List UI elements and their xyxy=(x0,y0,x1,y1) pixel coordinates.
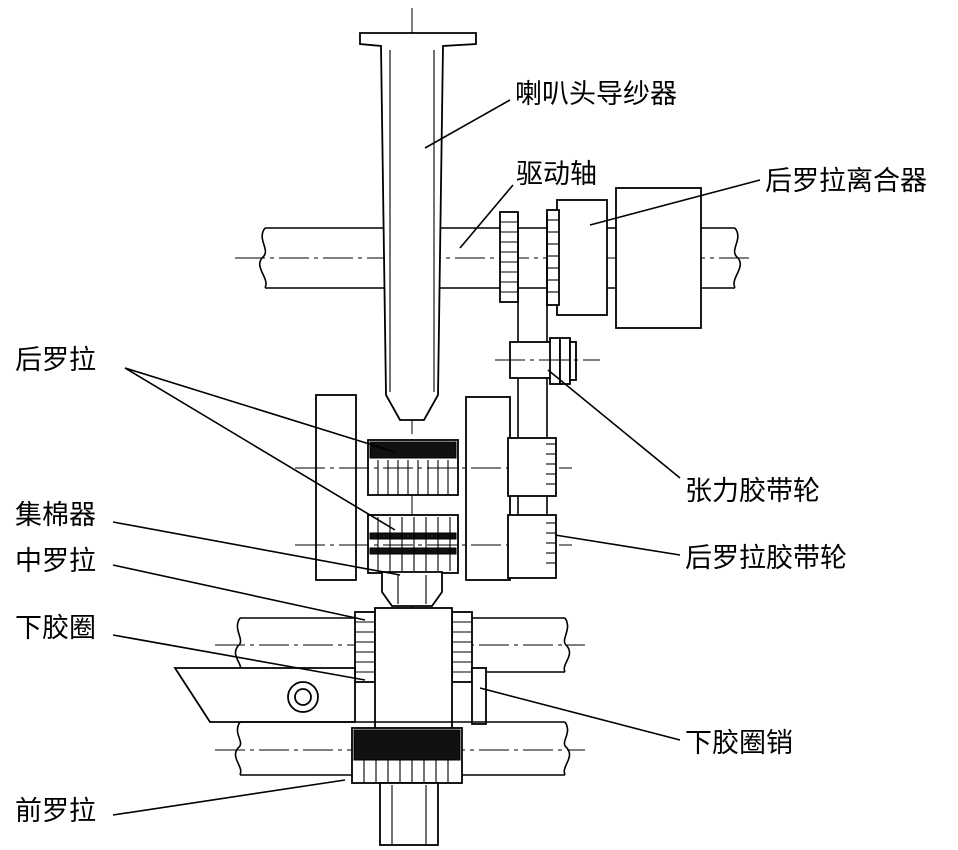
condenser xyxy=(381,571,443,607)
label-bottom-apron: 下胶圈 xyxy=(15,613,96,644)
bottom-apron xyxy=(374,607,453,737)
label-trumpet-guide: 喇叭头导纱器 xyxy=(515,79,677,110)
label-back-roller-belt-pulley: 后罗拉胶带轮 xyxy=(685,543,847,574)
tension-pulley xyxy=(495,337,600,385)
label-condenser: 集棉器 xyxy=(15,500,96,531)
label-drive-shaft: 驱动轴 xyxy=(516,159,597,190)
leader-lines xyxy=(112,99,761,816)
front-roller xyxy=(351,727,463,846)
label-back-roller-clutch: 后罗拉离合器 xyxy=(765,166,927,197)
back-roller-belt-pulley xyxy=(507,437,557,579)
back-roller-assembly xyxy=(295,394,572,581)
label-bottom-apron-pin: 下胶圈销 xyxy=(685,728,793,759)
label-middle-roller: 中罗拉 xyxy=(15,546,96,577)
label-front-roller: 前罗拉 xyxy=(15,796,96,827)
bottom-apron-pin xyxy=(173,667,487,725)
label-back-roller: 后罗拉 xyxy=(15,345,96,376)
trumpet-guide xyxy=(359,32,477,421)
back-roller-clutch xyxy=(499,187,702,329)
label-tension-pulley: 张力胶带轮 xyxy=(685,476,820,507)
